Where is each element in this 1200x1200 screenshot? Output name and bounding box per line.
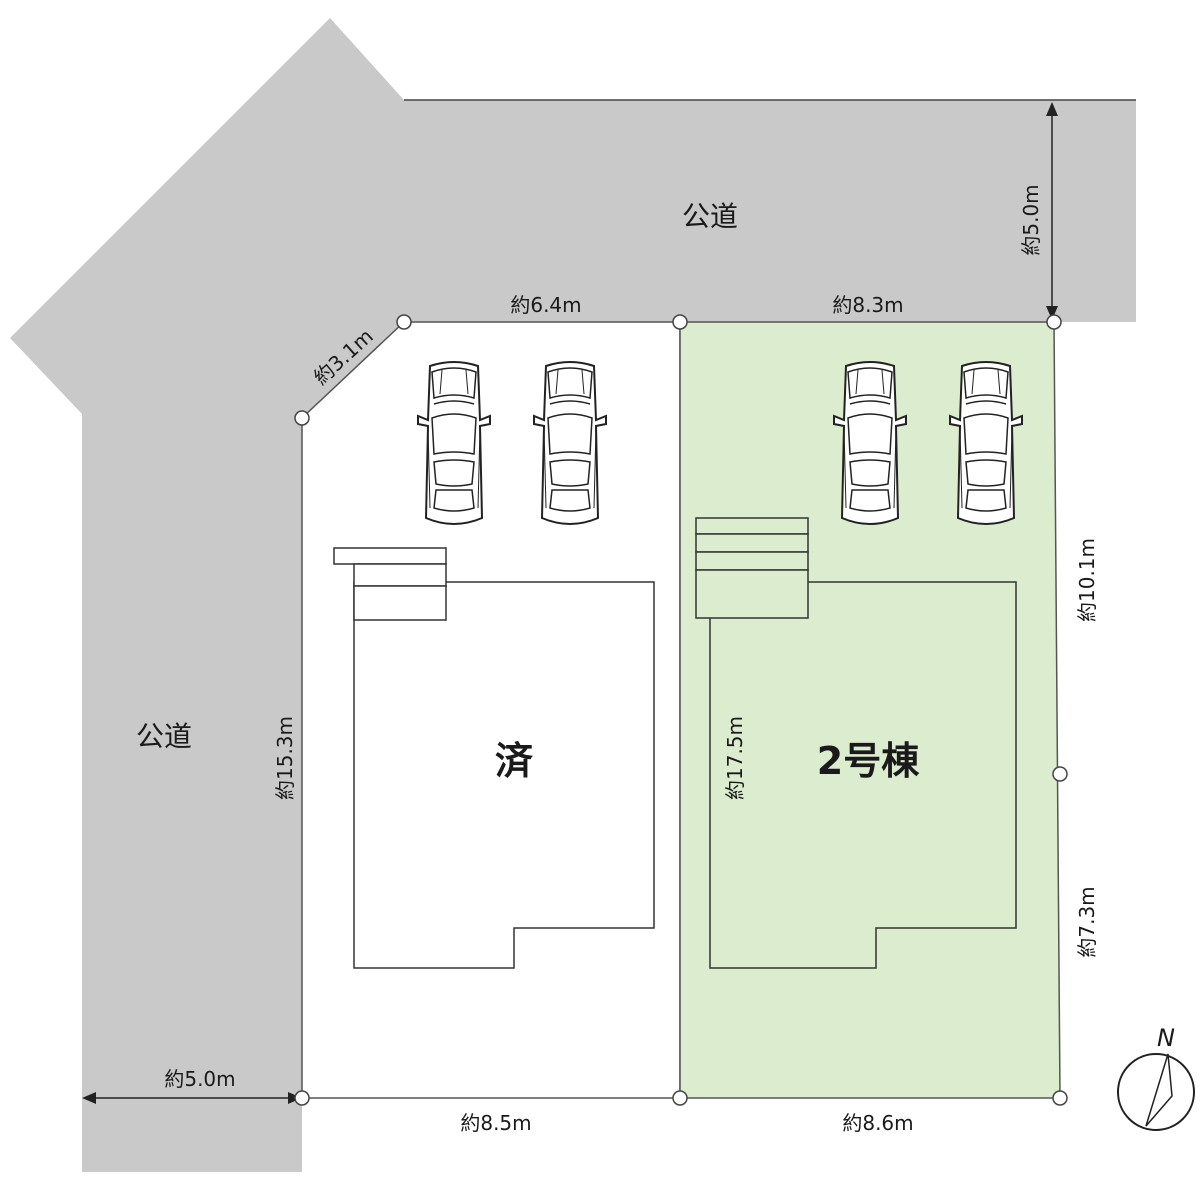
car-icon: [833, 361, 907, 525]
dim-east-lower: 約7.3m: [1075, 886, 1099, 957]
dim-west-side: 約15.3m: [273, 716, 297, 800]
road-label-west: 公道: [136, 720, 192, 753]
dim-partition: 約17.5m: [723, 716, 747, 800]
lot2-house-outline: [709, 581, 1017, 969]
sold-lot: [301, 321, 681, 1099]
dim-road-west: 約5.0m: [164, 1067, 235, 1091]
dim-east-upper: 約10.1m: [1075, 538, 1099, 622]
dim-north-lot2: 約8.3m: [832, 293, 903, 317]
sold-entry-steps: [333, 547, 447, 621]
dim-south-sold: 約8.5m: [460, 1111, 531, 1135]
car-icon: [417, 361, 491, 525]
north-label: N: [1157, 1024, 1175, 1052]
lot2-label: 2号棟: [817, 739, 920, 783]
north-arrow-icon: [1117, 1053, 1195, 1131]
public-road: [10, 18, 1136, 1172]
sold-label: 済: [495, 739, 534, 783]
survey-points: [294, 314, 1068, 1106]
dim-north-sold: 約6.4m: [510, 293, 581, 317]
dim-south-lot2: 約8.6m: [842, 1111, 913, 1135]
car-icon: [949, 361, 1023, 525]
dimension-line-road-north: [1046, 102, 1058, 320]
dim-road-north: 約5.0m: [1019, 184, 1043, 255]
road-label-north: 公道: [682, 200, 738, 233]
car-icon: [533, 361, 607, 525]
sold-house-outline: [353, 581, 655, 969]
lot2-entry-steps: [695, 517, 809, 619]
